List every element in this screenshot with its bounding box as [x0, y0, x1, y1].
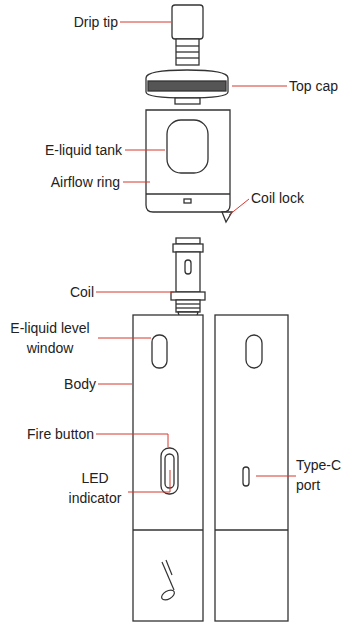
part-label: Drip tip	[60, 12, 118, 32]
part-label: Top cap	[289, 76, 347, 96]
part-label: E-liquid level window	[4, 318, 96, 358]
part-label: Coil	[40, 282, 94, 302]
part-label: Coil lock	[251, 188, 321, 208]
part-label: Body	[40, 374, 96, 394]
part-label: Type-C port	[296, 455, 348, 495]
part-label: Airflow ring	[30, 172, 120, 192]
part-label: E-liquid tank	[30, 140, 122, 160]
part-label: LED indicator	[64, 468, 126, 508]
part-label: Fire button	[4, 424, 94, 444]
